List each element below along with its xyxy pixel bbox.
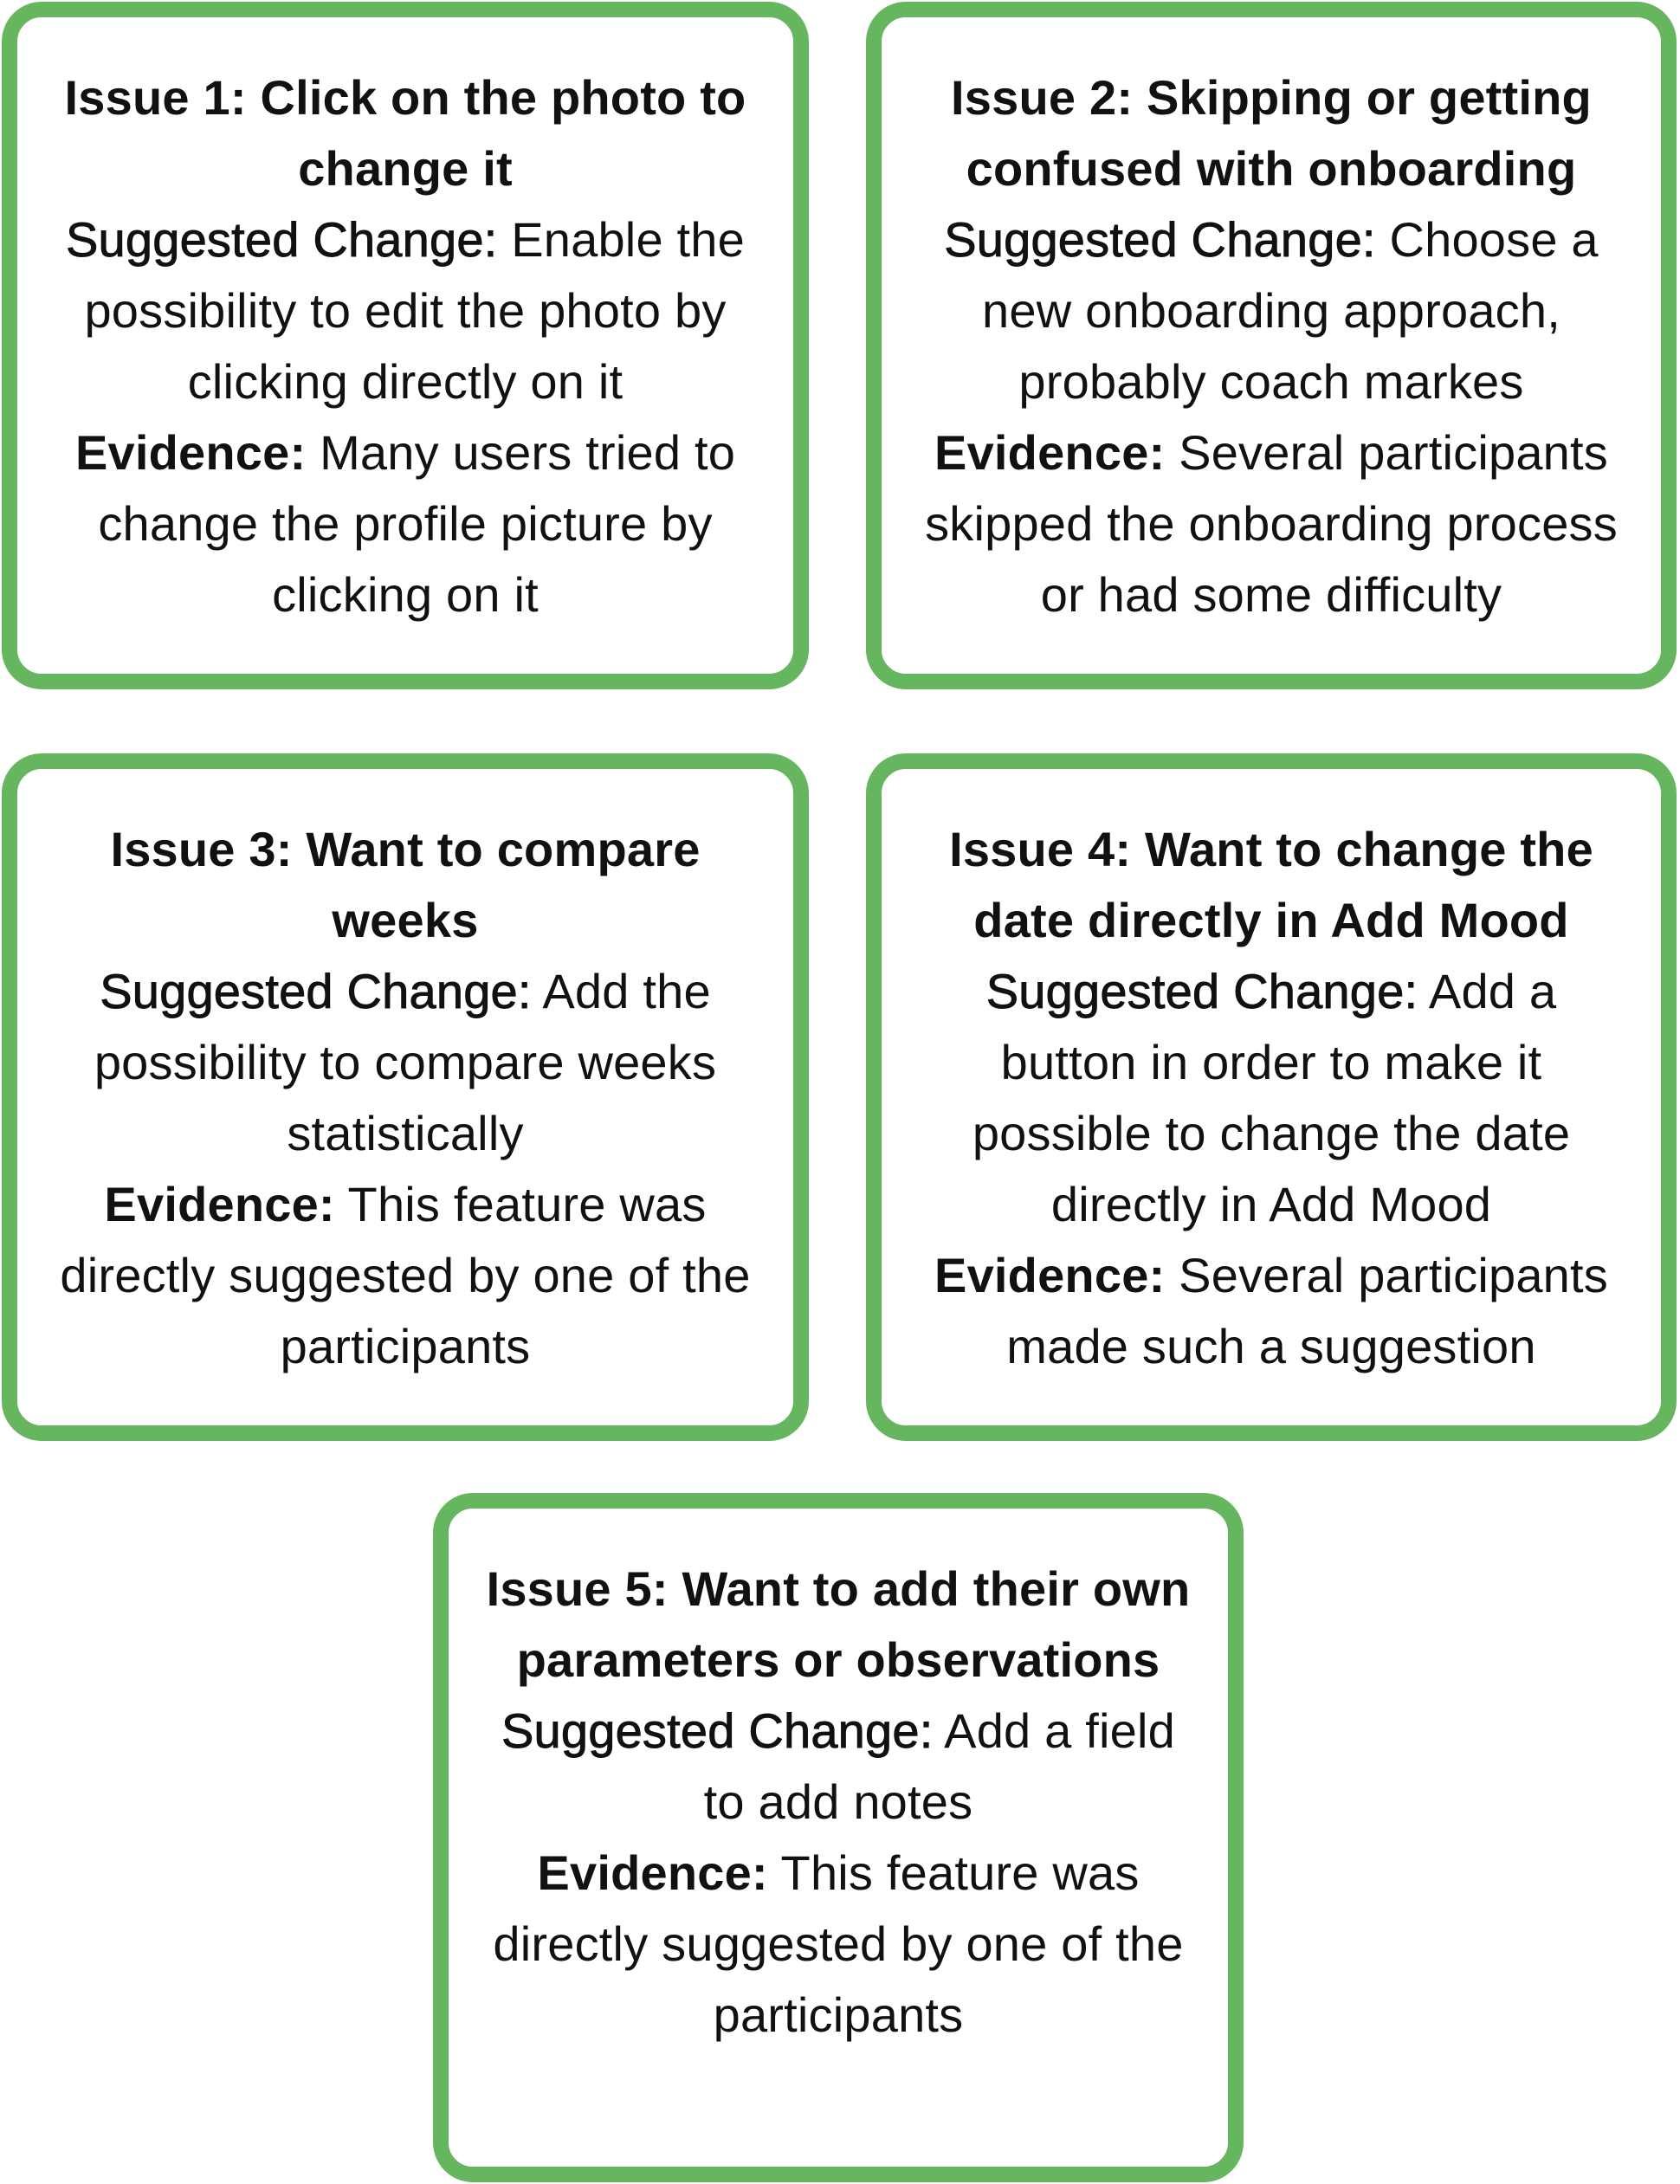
suggested-change: Suggested Change: Enable the possibility…	[52, 204, 759, 417]
evidence-label: Evidence:	[104, 1177, 335, 1231]
evidence-label: Evidence:	[934, 425, 1166, 480]
suggested-change-text: Enable the possibility to edit the photo…	[84, 212, 745, 409]
evidence-text: Several participants skipped the onboard…	[925, 425, 1618, 622]
evidence: Evidence: This feature was directly sugg…	[52, 1169, 759, 1382]
issue-title: Issue 3: Want to compare weeks	[110, 822, 701, 947]
suggested-change-text: Add the possibility to compare weeks sta…	[94, 964, 717, 1160]
evidence-text: Several participants made such a suggest…	[1006, 1248, 1608, 1373]
suggested-change-label: Suggested Change:	[944, 212, 1376, 268]
suggested-change: Suggested Change: Add the possibility to…	[52, 956, 759, 1169]
issue-title: Issue 5: Want to add their own parameter…	[486, 1561, 1191, 1687]
issue-card-1: Issue 1: Click on the photo to change it…	[2, 2, 809, 689]
suggested-change-text: Add a button in order to make it possibl…	[972, 964, 1571, 1231]
evidence: Evidence: Several participants skipped t…	[916, 417, 1626, 630]
evidence-label: Evidence:	[934, 1248, 1166, 1302]
suggested-change-text: Choose a new onboarding approach, probab…	[982, 212, 1599, 409]
evidence-label: Evidence:	[74, 425, 307, 480]
evidence: Evidence: Several participants made such…	[916, 1240, 1626, 1382]
suggested-change-label: Suggested Change:	[65, 212, 498, 268]
issue-title: Issue 1: Click on the photo to change it	[64, 70, 746, 196]
suggested-change: Suggested Change: Add a button in order …	[916, 956, 1626, 1240]
issue-card-2: Issue 2: Skipping or getting confused wi…	[866, 2, 1677, 689]
issue-title: Issue 2: Skipping or getting confused wi…	[951, 70, 1592, 196]
evidence-text: Many users tried to change the profile p…	[98, 425, 736, 622]
issue-card-5: Issue 5: Want to add their own parameter…	[433, 1493, 1244, 2182]
evidence: Evidence: Many users tried to change the…	[52, 417, 759, 630]
suggested-change-text: Add a field to add notes	[703, 1703, 1175, 1829]
evidence-text: This feature was directly suggested by o…	[493, 1845, 1184, 2042]
suggested-change-label: Suggested Change:	[501, 1703, 934, 1759]
suggested-change: Suggested Change: Add a field to add not…	[483, 1696, 1193, 1838]
suggested-change: Suggested Change: Choose a new onboardin…	[916, 204, 1626, 417]
evidence-label: Evidence:	[537, 1845, 768, 1900]
evidence: Evidence: This feature was directly sugg…	[483, 1838, 1193, 2051]
suggested-change-label: Suggested Change:	[985, 964, 1418, 1019]
issue-card-3: Issue 3: Want to compare weeks Suggested…	[2, 753, 809, 1441]
suggested-change-label: Suggested Change:	[100, 964, 532, 1019]
issue-card-4: Issue 4: Want to change the date directl…	[866, 753, 1677, 1441]
issue-title: Issue 4: Want to change the date directl…	[949, 822, 1593, 947]
evidence-text: This feature was directly suggested by o…	[60, 1177, 751, 1373]
